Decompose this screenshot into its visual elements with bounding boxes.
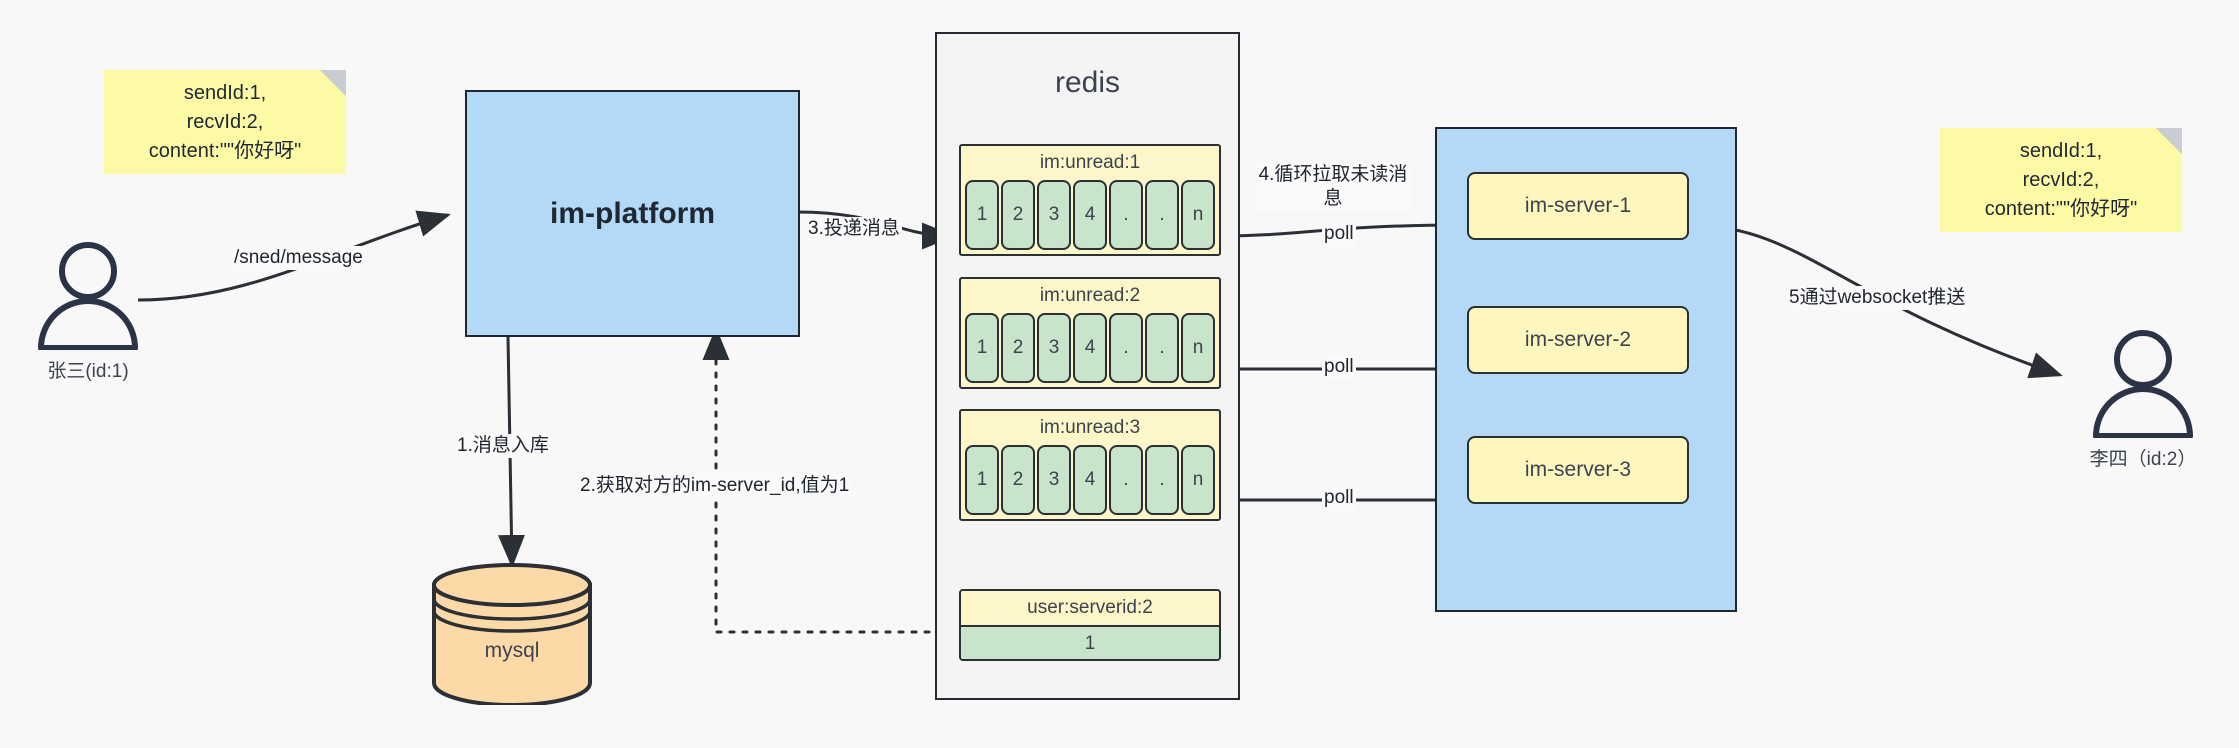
edge-label-poll-2: poll: [1322, 355, 1356, 379]
redis-queue-im-unread-2[interactable]: im:unread:2 1 2 3 4 . . n: [959, 277, 1221, 389]
queue-cell: .: [1145, 445, 1179, 515]
actor-sender: 张三(id:1): [28, 240, 148, 382]
queue-cell: .: [1145, 180, 1179, 250]
note-right-line-1: sendId:1,: [2019, 139, 2103, 162]
im-server-3-node[interactable]: im-server-3: [1467, 436, 1689, 504]
edge-label-step-5: 5通过websocket推送: [1787, 286, 1968, 310]
sticky-note-left: sendId:1, recvId:2, content:""你好呀": [104, 70, 346, 174]
note-left-line-2: recvId:2,: [186, 110, 264, 133]
queue-cell: 1: [965, 445, 999, 515]
actor-receiver-label: 李四（id:2）: [2089, 449, 2197, 470]
mysql-label: mysql: [484, 639, 540, 663]
queue-cell: 4: [1073, 180, 1107, 250]
im-platform-node[interactable]: im-platform: [465, 90, 800, 337]
im-server-2-label: im-server-2: [1524, 328, 1632, 351]
redis-kv-value: 1: [961, 625, 1219, 659]
queue-cell: .: [1109, 313, 1143, 383]
im-server-2-node[interactable]: im-server-2: [1467, 306, 1689, 374]
note-fold-icon: [2156, 128, 2182, 154]
mysql-node[interactable]: mysql: [428, 563, 596, 707]
redis-queue-3-key: im:unread:3: [1039, 417, 1141, 438]
redis-kv-key: user:serverid:2: [961, 591, 1219, 625]
queue-cell: n: [1181, 313, 1215, 383]
queue-cell: .: [1109, 180, 1143, 250]
edge-label-poll-3: poll: [1322, 486, 1356, 510]
queue-cell: 2: [1001, 313, 1035, 383]
redis-queue-2-key: im:unread:2: [1039, 285, 1141, 306]
edge-label-poll-1: poll: [1322, 222, 1356, 246]
edge-label-step-1: 1.消息入库: [455, 434, 551, 458]
queue-cell: 1: [965, 313, 999, 383]
queue-cell: 3: [1037, 180, 1071, 250]
im-server-cluster: im-server-1 im-server-2 im-server-3: [1435, 127, 1737, 612]
edge-label-send-message: /sned/message: [232, 246, 365, 270]
redis-queue-1-key: im:unread:1: [1039, 152, 1141, 173]
edge-label-step-4: 4.循环拉取未读消息: [1255, 163, 1411, 211]
note-left-line-3: content:""你好呀": [148, 139, 302, 162]
queue-cell: 4: [1073, 445, 1107, 515]
actor-sender-label: 张三(id:1): [47, 361, 129, 382]
queue-cell: .: [1145, 313, 1179, 383]
im-platform-label: im-platform: [550, 196, 715, 230]
note-right-line-2: recvId:2,: [2022, 168, 2100, 191]
user-icon: [38, 242, 138, 351]
im-server-1-label: im-server-1: [1524, 194, 1632, 217]
redis-queue-3-cells: 1 2 3 4 . . n: [965, 445, 1215, 515]
actor-receiver: 李四（id:2）: [2083, 328, 2203, 470]
database-cylinder-icon: [432, 563, 592, 707]
queue-cell: 2: [1001, 180, 1035, 250]
im-server-1-node[interactable]: im-server-1: [1467, 172, 1689, 240]
queue-cell: 1: [965, 180, 999, 250]
edge-label-step-2: 2.获取对方的im-server_id,值为1: [578, 474, 852, 498]
redis-queue-im-unread-3[interactable]: im:unread:3 1 2 3 4 . . n: [959, 409, 1221, 521]
redis-kv-user-serverid[interactable]: user:serverid:2 1: [959, 589, 1221, 661]
note-fold-icon: [320, 70, 346, 96]
im-server-3-label: im-server-3: [1524, 458, 1632, 481]
queue-cell: 3: [1037, 445, 1071, 515]
queue-cell: 4: [1073, 313, 1107, 383]
note-left-line-1: sendId:1,: [183, 81, 267, 104]
queue-cell: 3: [1037, 313, 1071, 383]
edge-label-step-3: 3.投递消息: [806, 217, 902, 241]
queue-cell: .: [1109, 445, 1143, 515]
redis-queue-1-cells: 1 2 3 4 . . n: [965, 180, 1215, 250]
redis-title: redis: [1054, 66, 1121, 99]
redis-queue-im-unread-1[interactable]: im:unread:1 1 2 3 4 . . n: [959, 144, 1221, 256]
queue-cell: n: [1181, 180, 1215, 250]
queue-cell: 2: [1001, 445, 1035, 515]
sticky-note-right: sendId:1, recvId:2, content:""你好呀": [1940, 128, 2182, 232]
user-icon: [2093, 330, 2193, 439]
queue-cell: n: [1181, 445, 1215, 515]
note-right-line-3: content:""你好呀": [1984, 197, 2138, 220]
redis-panel: redis im:unread:1 1 2 3 4 . . n im:unrea…: [935, 32, 1240, 700]
redis-queue-2-cells: 1 2 3 4 . . n: [965, 313, 1215, 383]
